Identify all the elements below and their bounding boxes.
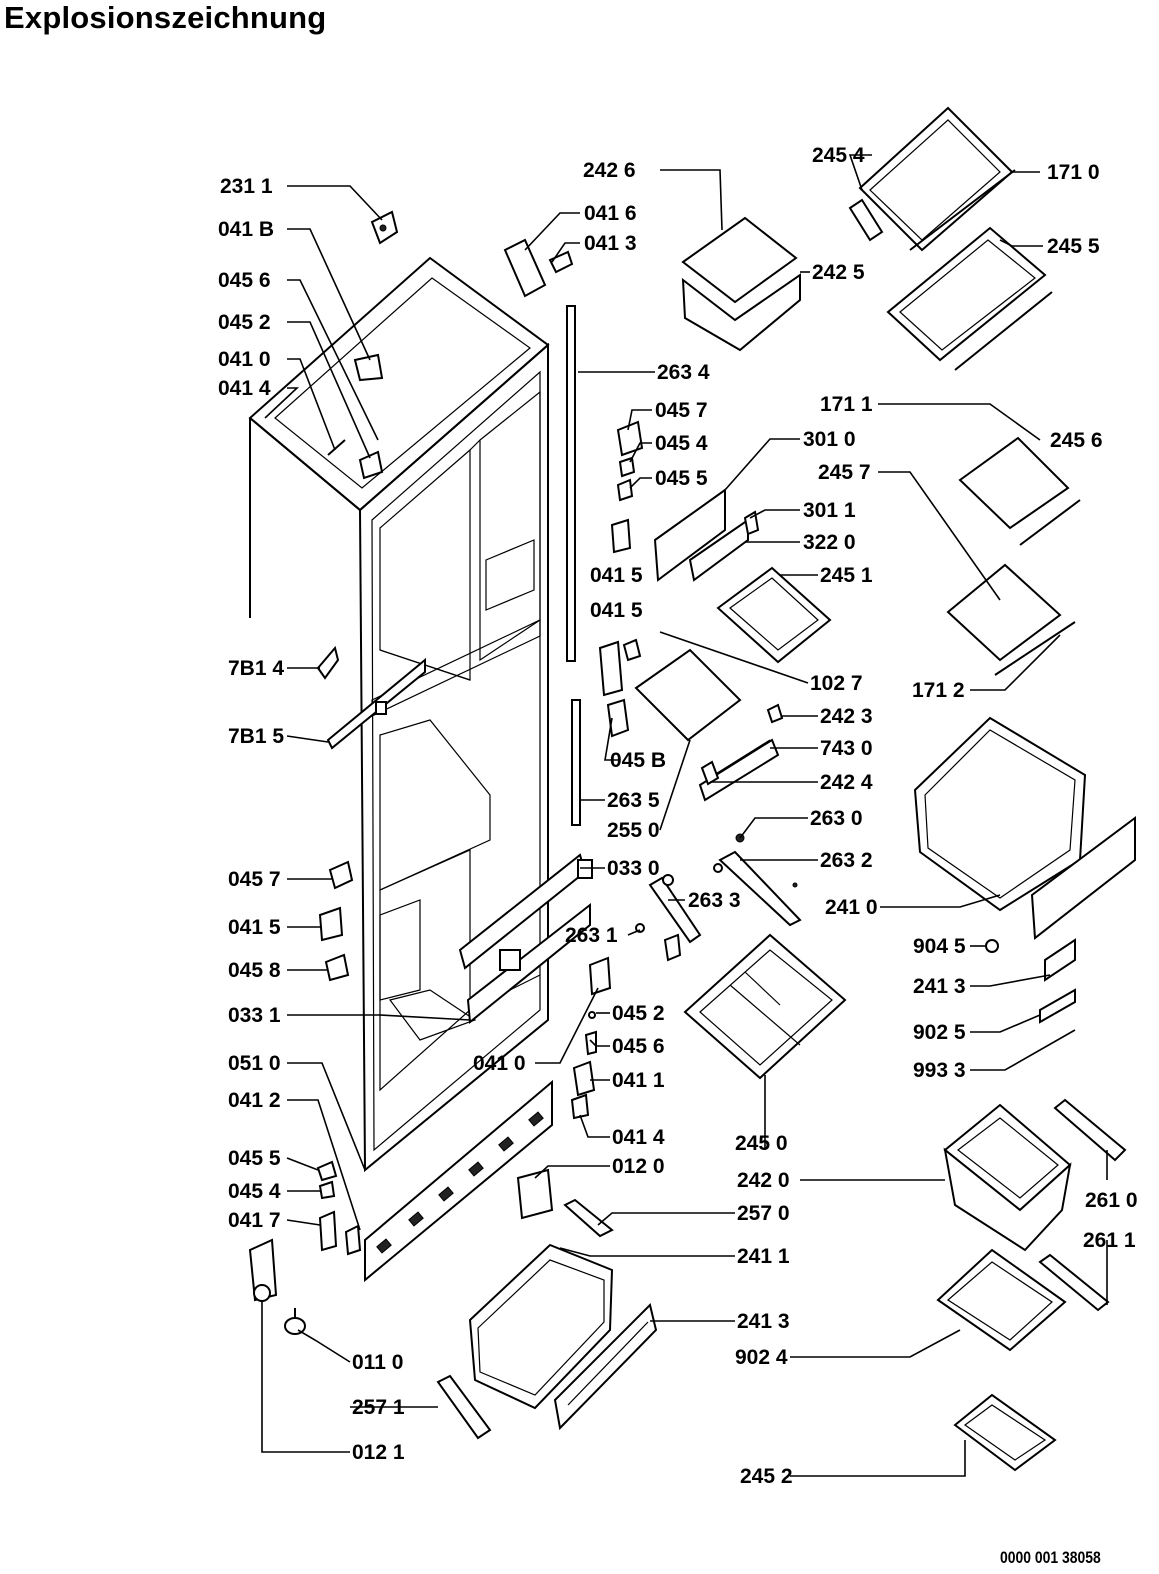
label-781-4: 7B1 4: [228, 657, 284, 680]
small-parts-right: [681, 106, 1136, 1472]
label-902-4: 902 4: [735, 1346, 788, 1369]
label-045-8-left: 045 8: [228, 959, 281, 982]
label-255-0: 255 0: [607, 819, 660, 842]
label-045-2-mid: 045 2: [612, 1002, 665, 1025]
label-241-0: 241 0: [825, 896, 878, 919]
label-242-0: 242 0: [737, 1169, 790, 1192]
label-242-6: 242 6: [583, 159, 636, 182]
label-041-0: 041 0: [218, 348, 271, 371]
label-242-3: 242 3: [820, 705, 873, 728]
label-257-1: 257 1: [352, 1396, 405, 1419]
label-171-1: 171 1: [820, 393, 873, 416]
label-245-4: 245 4: [812, 144, 865, 167]
label-263-4: 263 4: [657, 361, 710, 384]
label-781-5: 7B1 5: [228, 725, 284, 748]
label-045-7-left: 045 7: [228, 868, 281, 891]
label-241-1: 241 1: [737, 1245, 790, 1268]
label-263-3: 263 3: [688, 889, 741, 912]
label-045-4-mid: 045 4: [655, 432, 708, 455]
label-301-1: 301 1: [803, 499, 856, 522]
label-045-2: 045 2: [218, 311, 271, 334]
label-011-0: 011 0: [352, 1351, 403, 1374]
label-045-4-left: 045 4: [228, 1180, 281, 1203]
label-045-b-mid: 045 B: [610, 749, 666, 772]
label-041-1: 041 1: [612, 1069, 665, 1092]
label-322-0: 322 0: [803, 531, 856, 554]
label-245-7: 245 7: [818, 461, 871, 484]
label-245-1: 245 1: [820, 564, 873, 587]
label-245-0: 245 0: [735, 1132, 788, 1155]
label-041-5-mid-a: 041 5: [590, 564, 643, 587]
label-045-5-mid: 045 5: [655, 467, 708, 490]
label-743-0: 743 0: [820, 737, 873, 760]
label-301-0: 301 0: [803, 428, 856, 451]
label-171-0: 171 0: [1047, 161, 1100, 184]
label-257-0: 257 0: [737, 1202, 790, 1225]
label-102-7: 102 7: [810, 672, 863, 695]
middle-parts: [458, 238, 832, 1431]
label-045-6-mid: 045 6: [612, 1035, 665, 1058]
label-041-0-mid: 041 0: [473, 1052, 526, 1075]
label-041-4: 041 4: [218, 377, 271, 400]
part-number-labels: 231 1 041 B 045 6 045 2 041 0 041 4 7B1 …: [218, 144, 1138, 1488]
label-041-5-left: 041 5: [228, 916, 281, 939]
label-041-b: 041 B: [218, 218, 274, 241]
label-241-3-right: 241 3: [913, 975, 966, 998]
label-041-2: 041 2: [228, 1089, 281, 1112]
label-902-5: 902 5: [913, 1021, 966, 1044]
label-261-1: 261 1: [1083, 1229, 1136, 1252]
label-241-3-bottom: 241 3: [737, 1310, 790, 1333]
label-033-1: 033 1: [228, 1004, 281, 1027]
label-242-5: 242 5: [812, 261, 865, 284]
label-904-5: 904 5: [913, 935, 966, 958]
label-263-0: 263 0: [810, 807, 863, 830]
label-045-6: 045 6: [218, 269, 271, 292]
label-041-5-mid-b: 041 5: [590, 599, 643, 622]
label-033-0: 033 0: [607, 857, 660, 880]
label-041-7: 041 7: [228, 1209, 281, 1232]
small-parts-left: [248, 210, 492, 1440]
page-title: Explosionszeichnung: [4, 0, 327, 35]
label-041-4-mid: 041 4: [612, 1126, 665, 1149]
label-045-5-left: 045 5: [228, 1147, 281, 1170]
cabinet: [248, 256, 553, 1283]
label-012-1: 012 1: [352, 1441, 405, 1464]
label-263-2: 263 2: [820, 849, 873, 872]
label-012-0: 012 0: [612, 1155, 665, 1178]
label-231-1: 231 1: [220, 175, 273, 198]
label-045-7-mid: 045 7: [655, 399, 708, 422]
label-993-3: 993 3: [913, 1059, 966, 1082]
label-263-5: 263 5: [607, 789, 660, 812]
label-041-3: 041 3: [584, 232, 637, 255]
label-263-1: 263 1: [565, 924, 618, 947]
label-245-6: 245 6: [1050, 429, 1103, 452]
label-171-2: 171 2: [912, 679, 965, 702]
label-041-6: 041 6: [584, 202, 637, 225]
leader-lines: [261, 154, 1108, 1477]
label-051-0: 051 0: [228, 1052, 281, 1075]
label-245-2: 245 2: [740, 1465, 793, 1488]
label-261-0: 261 0: [1085, 1189, 1138, 1212]
label-245-5: 245 5: [1047, 235, 1100, 258]
label-242-4: 242 4: [820, 771, 873, 794]
document-number: 0000 001 38058: [1000, 1548, 1101, 1567]
